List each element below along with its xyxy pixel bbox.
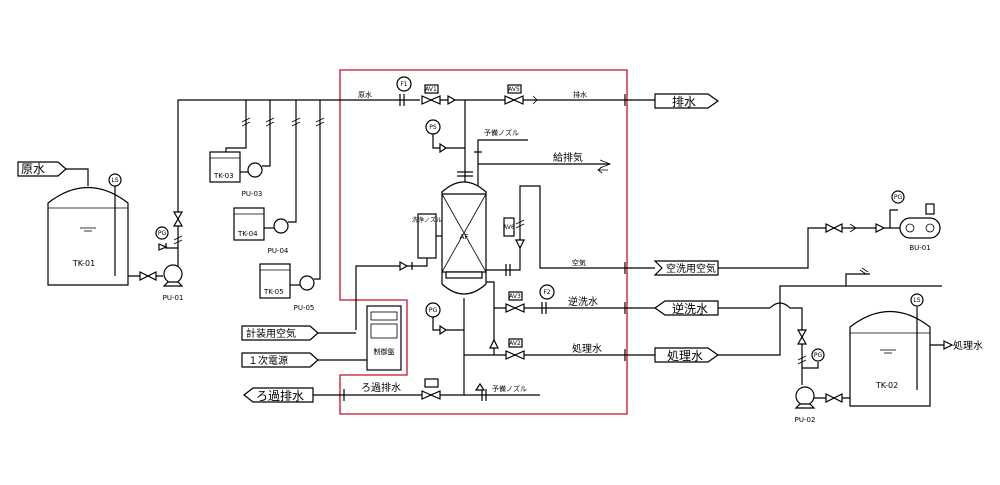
pressure-gauge-pu01-label: PG [158, 230, 167, 237]
pump-pu05-label: PU-05 [294, 304, 315, 312]
terminal-backwash: 逆洗水 [653, 300, 770, 316]
tank-tk01: LS TK-01 [47, 173, 129, 286]
line-label-drain: 排水 [573, 90, 587, 99]
pump-pu02-label: PU-02 [795, 416, 816, 424]
terminal-drain: 排水 [654, 93, 720, 109]
blower-bu01-label: BU-01 [909, 244, 930, 252]
chemical-feed-tk03: TK-03 PU-03 [209, 100, 275, 198]
line-label-treated-out: 処理水 [953, 339, 983, 352]
rinse-nozzle-text: 洗浄ノズル [412, 216, 442, 224]
filter-vessel-af-label: AF [460, 233, 469, 241]
terminal-backwash-label: 逆洗水 [672, 301, 708, 316]
line-label-spare-nozzle-top: 予備ノズル [484, 128, 519, 137]
actuator-av5 [507, 84, 522, 94]
rinse-nozzle: 洗浄ノズル [355, 213, 442, 330]
filter-drain-line: ろ過排水 予備ノズル [313, 378, 540, 401]
pump-pu01-label: PU-01 [163, 294, 184, 302]
filter-vessel-af: AF [441, 171, 487, 390]
level-switch-tk01-label: LS [111, 177, 118, 184]
treated-water-line: AV2 処理水 [464, 308, 655, 361]
terminal-treated-label: 処理水 [667, 349, 703, 363]
line-label-spare-nozzle-bottom: 予備ノズル [492, 384, 527, 393]
terminal-inst-air-label: 計装用空気 [246, 327, 296, 340]
valve-av5-label: AV5 [508, 86, 520, 93]
spare-nozzle-top: 予備ノズル 給排気 [474, 128, 612, 186]
actuator-av6 [503, 217, 515, 237]
flow-meter-f2 [539, 284, 555, 300]
pressure-gauge-pu01 [155, 226, 169, 240]
line-label-filter-drain: ろ過排水 [361, 381, 401, 394]
chemical-feed-tk05: TK-05 PU-05 [259, 100, 325, 312]
drain-line: AV5 排水 [504, 84, 655, 106]
tank-tk01-label: TK-01 [72, 259, 95, 268]
valve-av1-label: AV1 [425, 86, 437, 93]
actuator-av2 [508, 338, 523, 348]
pressure-switch-label: PS [429, 124, 437, 131]
pressure-gauge-pu02-label: PG [814, 352, 823, 359]
terminal-raw-water-label: 原水 [21, 162, 45, 176]
actuator-av1 [424, 84, 439, 94]
level-switch-tk01 [108, 173, 122, 187]
pressure-gauge-bu01-label: PG [894, 194, 903, 201]
pump-pu03-label: PU-03 [242, 190, 263, 198]
tank-tk02: LS TK-02 処理水 [849, 293, 983, 407]
backwash-supply: PG PU-02 [769, 267, 870, 424]
control-panel-label: 制御盤 [374, 347, 395, 356]
pump-pu04-label: PU-04 [268, 247, 289, 255]
valve-av2-label: AV2 [509, 340, 521, 347]
control-panel: 制御盤 [366, 305, 402, 371]
line-label-air: 空気 [572, 258, 586, 267]
level-switch-tk02-label: LS [913, 297, 920, 304]
terminal-primary-power: １次電源 [241, 352, 367, 368]
terminal-drain-label: 排水 [672, 95, 696, 109]
chemical-feed-tk04: TK-04 PU-04 [233, 100, 301, 255]
raw-water-line: 原水 F1 AV1 [344, 76, 505, 186]
valve-av3-label: AV3 [509, 293, 521, 300]
line-label-raw-water: 原水 [358, 90, 372, 99]
terminal-air-wash-label: 空洗用空気 [666, 262, 716, 275]
actuator-av3 [508, 291, 523, 301]
terminal-filter-drain-label: ろ過排水 [256, 389, 304, 403]
flow-meter-f1-label: F1 [400, 81, 407, 88]
pressure-switch: PS [425, 119, 465, 154]
tank-tk02-label: TK-02 [875, 381, 898, 390]
line-label-vent: 給排気 [553, 151, 583, 164]
air-wash-line: AV6 空気 [486, 185, 655, 276]
valve-av6-label: AV6 [503, 224, 515, 231]
flow-meter-f1 [396, 76, 412, 92]
line-label-backwash: 逆洗水 [568, 295, 598, 308]
line-label-treated: 処理水 [572, 342, 602, 355]
terminal-raw-water: 原水 [17, 161, 89, 186]
pump-pu01: PU-01 PG [128, 99, 344, 302]
tank-tk05-label: TK-05 [263, 288, 284, 296]
backwash-line: AV3 F2 逆洗水 [486, 281, 655, 314]
flow-meter-f2-label: F2 [543, 289, 550, 296]
terminal-air-wash: 空洗用空気 [653, 227, 900, 276]
tank-tk04-label: TK-04 [237, 230, 258, 238]
scope-boundary [339, 69, 628, 415]
actuator-av4 [424, 378, 439, 388]
terminal-treated: 処理水 [654, 285, 942, 363]
pressure-gauge-af-label: PG [429, 307, 438, 314]
terminal-inst-air: 計装用空気 [241, 325, 356, 341]
terminal-primary-power-label: １次電源 [248, 354, 288, 367]
blower-bu01: PG BU-01 [825, 190, 941, 252]
tank-tk03-label: TK-03 [213, 172, 234, 180]
pressure-gauge-af: PG [425, 302, 464, 336]
terminal-filter-drain: ろ過排水 [243, 387, 314, 403]
